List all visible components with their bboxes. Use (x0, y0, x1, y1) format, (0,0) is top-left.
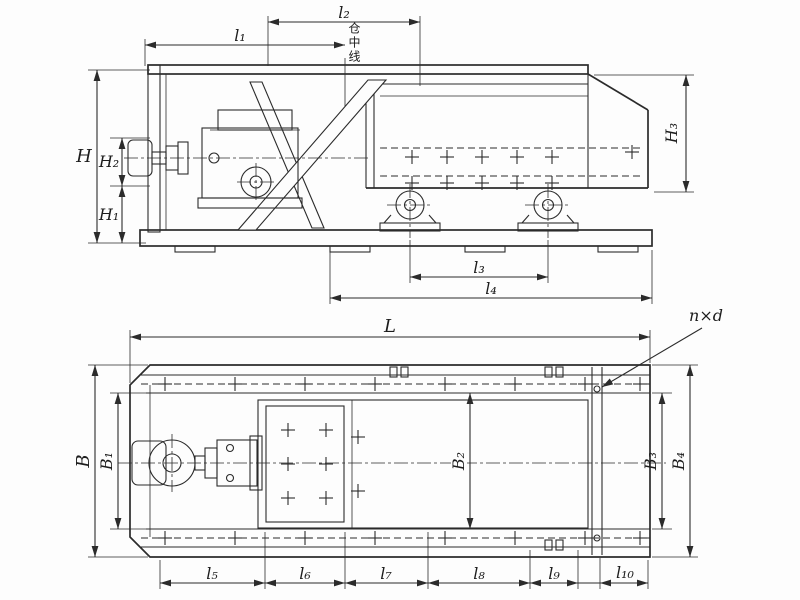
top-plan-view (88, 327, 703, 589)
dim-label-B4: B₄ (669, 451, 688, 471)
dim-label-B1: B₁ (97, 451, 116, 471)
bin-centerline-note: 仓中线 (347, 22, 361, 64)
dim-label-l9: l₉ (548, 564, 560, 583)
dim-label-H1: H₁ (98, 205, 120, 224)
side-elevation-view (88, 16, 694, 304)
dim-label-l10: l₁₀ (616, 563, 634, 582)
side-view-dimension-lines (88, 16, 694, 304)
mounting-hole-bottom (593, 534, 601, 542)
plan-trough (257, 399, 589, 529)
dim-label-l7: l₇ (380, 564, 392, 583)
drive-unit (124, 109, 368, 209)
plan-machine (118, 364, 666, 558)
plan-end-flange (591, 367, 603, 555)
dim-label-l1: l₁ (234, 26, 246, 45)
hole-note-nxd: n×d (689, 306, 723, 325)
dim-label-B2: B₂ (449, 449, 468, 473)
dim-label-H3: H₃ (662, 122, 681, 144)
plan-drive-unit (131, 434, 263, 492)
rail-clamps (389, 366, 564, 551)
dim-label-B3: B₃ (641, 451, 660, 471)
gearbox-plan (216, 439, 258, 487)
motor-plan (131, 440, 167, 486)
dim-label-l6: l₆ (299, 564, 311, 583)
dim-label-H2: H₂ (98, 152, 120, 171)
dim-label-l8: l₈ (473, 564, 485, 583)
dim-label-l2: l₂ (338, 3, 350, 22)
trough-body (365, 73, 649, 191)
plan-top-rail (141, 374, 650, 394)
dim-label-L: L (384, 316, 396, 337)
dim-label-l5: l₅ (206, 564, 218, 583)
dim-label-l3: l₃ (473, 258, 485, 277)
plan-dimension-lines (88, 327, 703, 589)
diagonal-braces (236, 79, 388, 231)
dim-label-l4: l₄ (485, 279, 497, 298)
plan-outline (129, 364, 651, 558)
trough-bolt-marks (404, 144, 640, 191)
side-view-machine (124, 64, 653, 253)
plan-bottom-rail (141, 528, 650, 548)
dim-label-H: H (76, 146, 92, 167)
dim-label-B: B (73, 454, 94, 468)
base-frame (139, 229, 653, 253)
mounting-hole-top (593, 385, 601, 393)
cover-plate (265, 405, 345, 523)
